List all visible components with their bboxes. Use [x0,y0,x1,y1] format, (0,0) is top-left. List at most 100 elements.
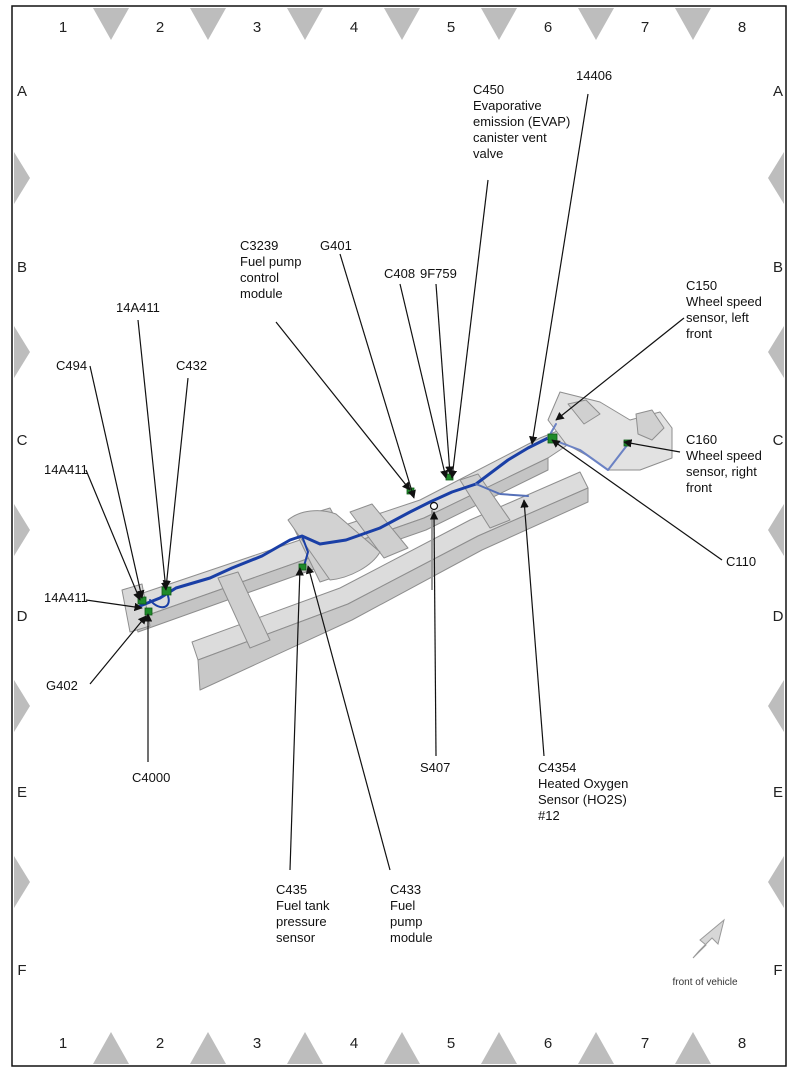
callout-line: front [686,326,712,341]
grid-row-label: F [773,962,782,979]
leader-14a411-mid [85,469,141,601]
callout-14a411-top: 14A411 [116,300,160,315]
leader-c433 [305,565,391,871]
leader-c408 [399,283,449,479]
leader-c4354 [520,499,545,757]
grid-row-label: A [773,83,783,100]
grid-col-label: 8 [738,19,746,36]
callout-9f759: 9F759 [420,266,457,281]
callout-14a411-mid: 14A411 [44,462,88,477]
callout-line: #12 [538,808,560,823]
callout-line: 9F759 [420,266,457,281]
grid-col-label: 4 [350,1035,358,1052]
frame-midsection [287,510,381,581]
callout-line: C432 [176,358,207,373]
grid-col-label: 3 [253,1035,261,1052]
callout-line: emission (EVAP) [473,114,570,129]
callout-14406: 14406 [576,68,612,83]
callout-line: module [240,286,283,301]
callout-line: C4000 [132,770,170,785]
callout-line: C408 [384,266,415,281]
grid-row-label: C [17,432,28,449]
border-marker [93,8,129,40]
leader-14a411-low [85,599,143,612]
grid-col-label: 5 [447,19,455,36]
callout-line: C433 [390,882,421,897]
diagram-border [11,5,787,1067]
grid-col-label: 2 [156,1035,164,1052]
grid-col-label: 6 [544,19,552,36]
callout-line: C450 [473,82,504,97]
harness-main-trunk [138,436,550,608]
callout-line: pump [390,914,423,929]
callout-c408: C408 [384,266,415,281]
border-marker [768,856,784,908]
grid-col-label: 7 [641,19,649,36]
callout-c4354: C4354 Heated Oxygen Sensor (HO2S) #12 [538,760,632,823]
harness-rear-loop [149,595,170,609]
leader-c160 [623,439,681,453]
grid-col-label: 2 [156,19,164,36]
front-arrow-icon [692,918,725,959]
callout-c433: C433 Fuel pump module [390,882,433,945]
callout-line: control [240,270,279,285]
leader-s407 [429,511,439,757]
callout-line: S407 [420,760,450,775]
border-marker [190,1032,226,1064]
harness-front-right-branch [547,437,629,471]
harness-fuel-pump-branch [301,535,309,567]
border-marker [14,680,30,732]
callout-line: valve [473,146,503,161]
callout-c3239: C3239 Fuel pump control module [240,238,305,301]
callout-line: C4354 [538,760,576,775]
grid-col-label: 4 [350,19,358,36]
grid-col-label: 1 [59,1035,67,1052]
frame-right-rail-side [197,487,589,691]
grid-column-labels-bottom: 1 2 3 4 5 6 7 8 [59,1035,746,1052]
callout-line: C494 [56,358,87,373]
callout-line: Heated Oxygen [538,776,628,791]
frame-crossmember-center [349,503,409,559]
border-marker [384,8,420,40]
leader-14a411-top [137,319,170,591]
callout-g402: G402 [46,678,78,693]
connector-c110 [547,433,558,444]
callout-line: Wheel speed [686,294,762,309]
grid-row-label: C [773,432,784,449]
callout-14a411-low: 14A411 [44,590,88,605]
callout-line: Sensor (HO2S) [538,792,627,807]
callout-line: 14A411 [44,462,88,477]
leader-c494 [89,365,145,599]
grid-row-label: D [773,608,784,625]
border-marker [190,8,226,40]
leader-g402 [89,615,147,685]
border-marker [14,856,30,908]
grid-col-label: 6 [544,1035,552,1052]
border-marker [768,326,784,378]
callout-line: C150 [686,278,717,293]
callout-line: 14A411 [116,300,160,315]
callout-line: sensor, left [686,310,749,325]
callout-line: 14A411 [44,590,88,605]
border-marker [287,1032,323,1064]
grid-col-label: 8 [738,1035,746,1052]
callout-line: front [686,480,712,495]
callout-line: G402 [46,678,78,693]
vehicle-frame [121,391,673,691]
leader-c150 [555,317,685,421]
grid-col-label: 3 [253,19,261,36]
leader-c435 [289,567,304,871]
callout-line: 14406 [576,68,612,83]
border-marker [14,504,30,556]
callout-c4000: C4000 [132,770,170,785]
front-of-vehicle-label: front of vehicle [672,977,737,988]
border-marker [578,1032,614,1064]
frame-crossmember-fwd [459,473,511,529]
frame-crossmember-rear [217,571,271,649]
grid-row-label: A [17,83,27,100]
callout-line: sensor, right [686,464,757,479]
grid-col-label: 1 [59,19,67,36]
front-of-vehicle-indicator: front of vehicle [672,918,738,988]
